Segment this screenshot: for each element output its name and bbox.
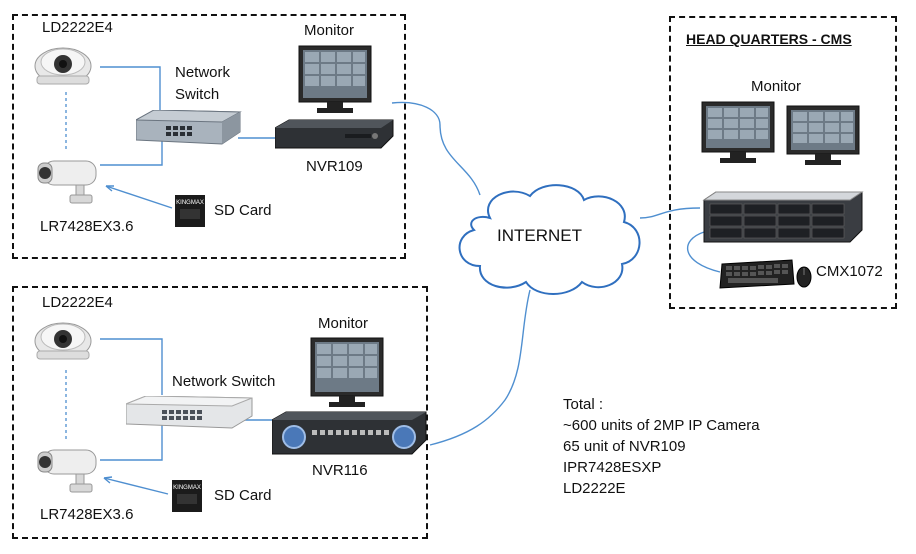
site1-switch-label-line2: Switch — [175, 86, 220, 103]
wire-internet-server — [639, 207, 701, 219]
sd-card-icon: KINGMAX — [175, 195, 205, 227]
hq-server-label: CMX1072 — [816, 263, 883, 280]
wire-nvr1-internet — [391, 101, 481, 196]
total-heading: Total : — [563, 396, 604, 413]
internet-cloud-icon — [458, 184, 641, 295]
monitor-icon — [701, 101, 775, 163]
monitor-icon — [298, 45, 372, 113]
svg-text:KINGMAX: KINGMAX — [173, 485, 201, 491]
site1-box — [12, 14, 406, 259]
server-icon — [702, 191, 864, 243]
network-switch-icon — [136, 110, 242, 145]
bullet-camera-icon — [37, 160, 97, 204]
monitor-icon — [310, 337, 384, 407]
arrow-sd2 — [103, 477, 169, 495]
hq-monitor-label: Monitor — [751, 78, 802, 95]
wire-cam2-switch — [100, 140, 163, 166]
site1-monitor-label: Monitor — [304, 22, 355, 39]
network-switch-icon — [126, 396, 253, 429]
nvr-icon — [272, 411, 427, 455]
site2-camera-top-label: LD2222E4 — [42, 294, 113, 311]
total-line: ~600 units of 2MP IP Camera — [563, 417, 760, 434]
monitor-icon — [786, 105, 860, 165]
svg-text:KINGMAX: KINGMAX — [176, 200, 204, 206]
site1-sd-card-label: SD Card — [214, 202, 272, 219]
wire-cam3-switch — [100, 338, 163, 395]
nvr-icon — [275, 119, 394, 149]
site2-nvr-label: NVR116 — [312, 462, 368, 479]
total-line: LD2222E — [563, 480, 626, 497]
internet-label: INTERNET — [497, 226, 582, 245]
dome-camera-icon — [34, 47, 92, 85]
site2-monitor-label: Monitor — [318, 315, 369, 332]
site2-box — [12, 286, 428, 539]
site1-switch-label-line1: Network — [175, 64, 231, 81]
hq-box — [669, 16, 897, 309]
arrow-sd1 — [105, 185, 173, 209]
site2-sd-card-label: SD Card — [214, 487, 272, 504]
wire-cam4-switch — [100, 425, 163, 461]
mouse-icon — [796, 266, 812, 288]
site1-nvr-label: NVR109 — [306, 158, 363, 175]
total-summary: Total : ~600 units of 2MP IP Camera 65 u… — [563, 394, 760, 499]
site2-switch-label: Network Switch — [172, 373, 276, 390]
sd-card-icon: KINGMAX — [172, 480, 202, 512]
wire-server-keyboard — [687, 231, 721, 273]
total-line: 65 unit of NVR109 — [563, 438, 686, 455]
keyboard-icon — [719, 259, 795, 289]
hq-title: HEAD QUARTERS - CMS — [686, 31, 852, 47]
wire-nvr2-internet — [429, 289, 531, 446]
total-line: IPR7428ESXP — [563, 459, 662, 476]
dome-camera-icon — [34, 322, 92, 360]
wire-cam1-switch — [100, 66, 161, 112]
site1-camera-bottom-label: LR7428EX3.6 — [40, 218, 134, 235]
site2-camera-bottom-label: LR7428EX3.6 — [40, 506, 134, 523]
site1-camera-top-label: LD2222E4 — [42, 19, 113, 36]
bullet-camera-icon — [37, 449, 97, 493]
